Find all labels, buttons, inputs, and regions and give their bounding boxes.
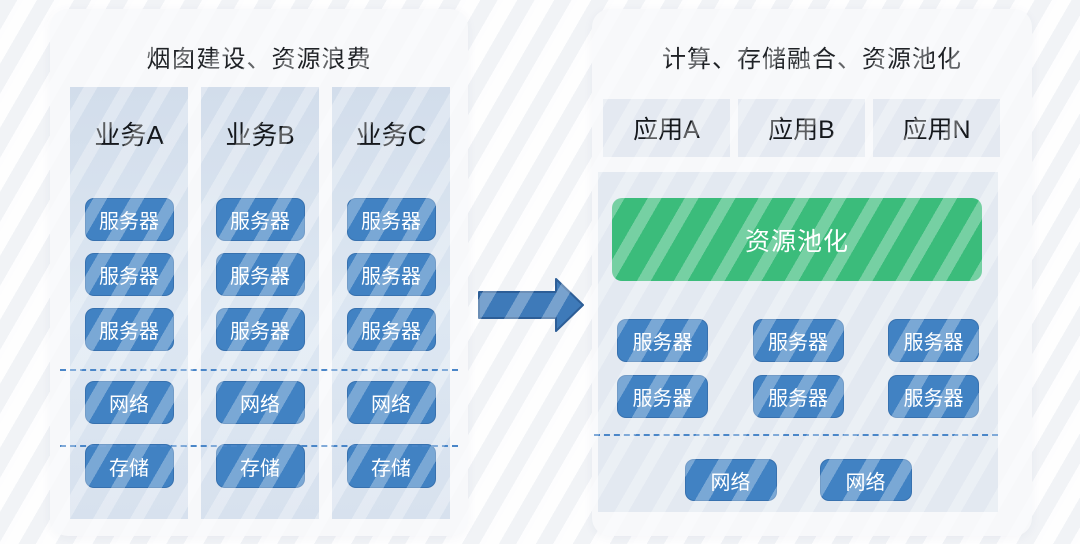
server-box: 服务器: [888, 319, 979, 362]
business-c-title: 业务C: [355, 120, 427, 150]
resource-pool-box: 资源池化: [612, 198, 982, 281]
storage-box: 存储: [346, 444, 436, 488]
business-column-a: 业务A 服务器 服务器 服务器 网络 存储: [70, 87, 188, 519]
server-box: 服务器: [346, 253, 436, 296]
application-row: 应用A 应用B 应用N: [603, 99, 1000, 157]
app-n-box: 应用N: [873, 99, 1000, 157]
server-box: 服务器: [215, 198, 305, 241]
silo-panel-title: 烟囱建设、资源浪费: [146, 46, 372, 73]
server-box: 服务器: [346, 308, 436, 351]
business-column-c: 业务C 服务器 服务器 服务器 网络 存储: [332, 87, 450, 519]
storage-box: 存储: [84, 444, 174, 488]
server-box: 服务器: [84, 308, 174, 351]
server-box: 服务器: [752, 375, 844, 418]
app-a-box: 应用A: [603, 99, 730, 157]
divider-dashed-line: [594, 434, 998, 436]
server-box: 服务器: [84, 198, 174, 241]
divider-dashed-line: [60, 369, 458, 371]
pooled-network-row: 网络 网络: [598, 459, 998, 501]
server-box: 服务器: [617, 319, 708, 362]
server-box: 服务器: [346, 198, 436, 241]
server-box: 服务器: [617, 375, 708, 418]
silo-architecture-panel: 烟囱建设、资源浪费 业务A 服务器 服务器 服务器 网络 存储 业务B 服务器 …: [50, 9, 468, 536]
pooled-panel-title: 计算、存储融合、资源池化: [662, 46, 962, 73]
storage-box: 存储: [215, 444, 305, 488]
network-box: 网络: [215, 381, 305, 424]
business-column-b: 业务B 服务器 服务器 服务器 网络 存储: [201, 87, 319, 519]
right-arrow-icon: [478, 277, 585, 333]
server-box: 服务器: [215, 308, 305, 351]
business-b-title: 业务B: [225, 120, 295, 150]
app-b-box: 应用B: [738, 99, 865, 157]
server-box: 服务器: [752, 319, 844, 362]
pooled-architecture-panel: 计算、存储融合、资源池化 应用A 应用B 应用N 资源池化 服务器 服务器 服务…: [592, 9, 1032, 536]
business-columns: 业务A 服务器 服务器 服务器 网络 存储 业务B 服务器 服务器 服务器 网络…: [70, 87, 450, 519]
network-box: 网络: [819, 459, 912, 501]
network-box: 网络: [84, 381, 174, 424]
business-a-title: 业务A: [94, 120, 164, 150]
network-box: 网络: [684, 459, 777, 501]
server-box: 服务器: [84, 253, 174, 296]
server-box: 服务器: [215, 253, 305, 296]
divider-dashed-line: [60, 445, 458, 447]
network-box: 网络: [346, 381, 436, 424]
resource-pool-container: 资源池化 服务器 服务器 服务器 服务器 服务器 服务器 网络 网络: [594, 172, 998, 512]
server-box: 服务器: [888, 375, 979, 418]
pooled-server-grid: 服务器 服务器 服务器 服务器 服务器 服务器: [617, 319, 979, 418]
